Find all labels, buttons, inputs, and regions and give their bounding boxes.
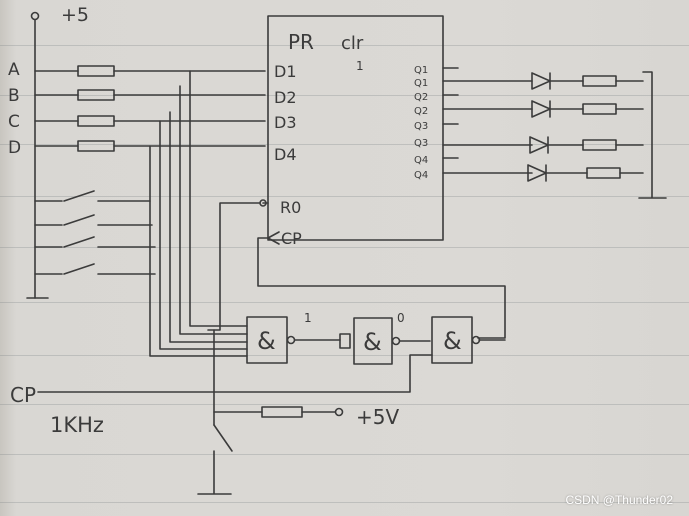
notebook-rule [0, 45, 689, 46]
input-label-d: D [8, 138, 21, 158]
chip-header-left: PR [288, 30, 314, 54]
bus-1 [179, 85, 248, 335]
gate-2-symbol: & [363, 328, 382, 356]
notebook-rule [0, 502, 689, 503]
supply-label-bottom: +5V [356, 405, 399, 429]
q-label: Q2 [414, 92, 428, 103]
notebook-rule [0, 196, 689, 197]
reset-pin-label: R0 [280, 198, 301, 217]
clock-arrow [267, 231, 280, 245]
bus-2 [169, 111, 248, 343]
gate-mark-1: 1 [304, 311, 312, 325]
supply-terminal-bottom [334, 407, 344, 417]
clock-pin-label: CP [281, 229, 302, 248]
q-label: Q1 [414, 78, 428, 89]
notebook-rule [0, 144, 689, 145]
q-label: Q3 [414, 121, 428, 132]
resistor-b [77, 89, 115, 101]
q-label: Q2 [414, 106, 428, 117]
notebook-rule [0, 454, 689, 455]
reset-wire [207, 202, 261, 331]
led-row-1 [531, 72, 644, 90]
gate-2-bubble [391, 336, 401, 346]
clock-wire [257, 237, 506, 339]
resistor-bottom [261, 406, 303, 418]
resistor-a [77, 65, 115, 77]
notebook-rule [0, 404, 689, 405]
chip-header-right: clr [341, 33, 364, 54]
gate-1-bubble [286, 335, 296, 345]
chip-pin-d1: D1 [274, 62, 297, 81]
supply-label-top: +5 [61, 4, 89, 26]
q-label: Q4 [414, 170, 428, 181]
led-row-2 [531, 100, 644, 118]
bus-5 [189, 70, 248, 327]
bus-3 [159, 120, 248, 350]
chip-body [267, 15, 444, 241]
ground-bottom [197, 450, 232, 495]
input-label-c: C [8, 112, 20, 132]
q-label: Q1 [414, 65, 428, 76]
ground-right [638, 71, 667, 199]
notebook-rule [0, 355, 689, 356]
gate-1-symbol: & [257, 327, 276, 355]
input-label-a: A [8, 60, 20, 80]
notebook-rule [0, 95, 689, 96]
clock-input-wire [37, 354, 433, 393]
notebook-rule [0, 302, 689, 303]
notebook-rule [0, 247, 689, 248]
chip-pin-d2: D2 [274, 88, 297, 107]
q-label: Q3 [414, 138, 428, 149]
input-label-b: B [8, 86, 20, 106]
chip-pin-d4: D4 [274, 145, 297, 164]
switch-1 [34, 190, 151, 202]
bus-4 [149, 145, 248, 357]
led-row-4 [527, 164, 644, 182]
chip-header-number: 1 [356, 59, 364, 73]
cp-label: CP [10, 383, 36, 407]
q-label: Q4 [414, 155, 428, 166]
switch-4 [34, 263, 156, 275]
switch-2 [34, 214, 153, 226]
gate-mark-0: 0 [397, 311, 405, 325]
gate-3-symbol: & [443, 327, 462, 355]
supply-terminal-top [30, 11, 40, 21]
watermark: CSDN @Thunder02 [565, 493, 673, 507]
frequency-label: 1KHz [50, 413, 104, 437]
resistor-d [77, 140, 115, 152]
led-row-3 [529, 136, 644, 154]
resistor-c [77, 115, 115, 127]
chip-pin-d3: D3 [274, 113, 297, 132]
reset-switch [213, 424, 233, 452]
switch-3 [34, 236, 156, 248]
gate-2-input-block [339, 333, 351, 349]
